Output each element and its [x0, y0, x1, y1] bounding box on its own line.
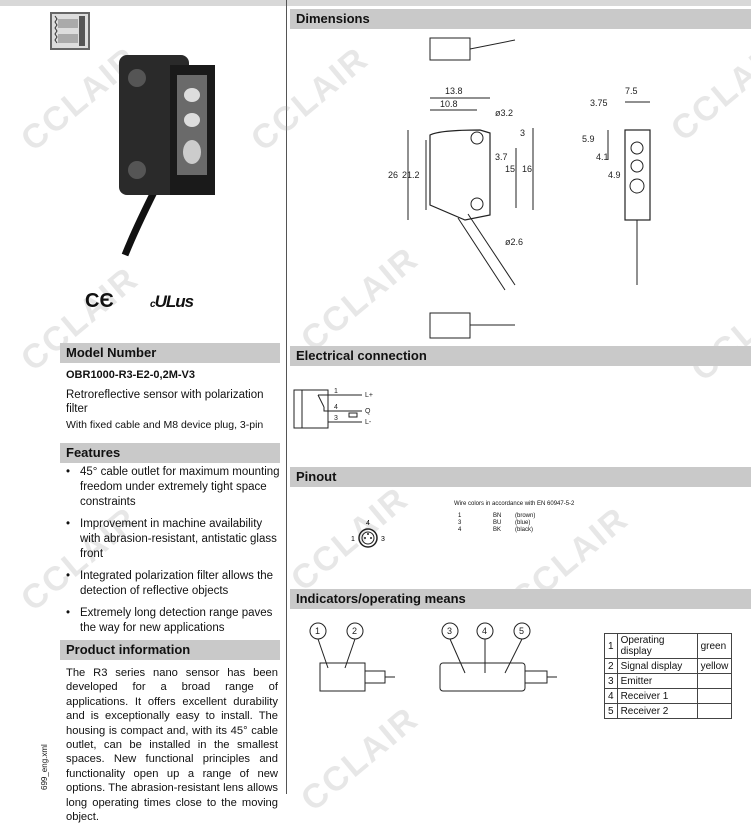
- dimension-drawing: 13.8 10.8 ø3.2 3 3.7 15 16 26 21.2 ø2.6 …: [388, 37, 651, 339]
- callout: 5: [519, 626, 524, 636]
- dim-26: 26: [388, 170, 398, 180]
- dim-5-9: 5.9: [582, 134, 595, 144]
- wire-code: BN: [493, 513, 502, 519]
- product-info-header: Product information: [60, 640, 280, 660]
- row-number: 4: [604, 688, 618, 704]
- model-number: OBR1000-R3-E2-0,2M-V3: [66, 369, 195, 381]
- pin-label: 3: [334, 415, 338, 422]
- row-name: Signal display: [616, 658, 698, 674]
- wire-table: 1 BN (brown) 3 BU (blue) 4 BK (black): [458, 513, 535, 534]
- wire-pin: 1: [458, 513, 462, 519]
- wire-pin: 4: [458, 527, 462, 533]
- product-info-text: The R3 series nano sensor has been devel…: [66, 667, 278, 824]
- wire-code: BU: [493, 520, 502, 526]
- dim-21-2: 21.2: [402, 170, 420, 180]
- description: Retroreflective sensor with polarization…: [66, 389, 264, 415]
- callout: 3: [447, 626, 452, 636]
- signal-label: Q: [365, 408, 371, 415]
- dim-13-8: 13.8: [445, 86, 463, 96]
- row-color: [696, 703, 733, 719]
- features-list: 45° cable outlet for maximum mounting fr…: [62, 465, 280, 643]
- watermark: CCLAIR: [293, 699, 426, 819]
- dim-16: 16: [522, 164, 532, 174]
- row-color: [696, 673, 733, 689]
- dim-7-5: 7.5: [625, 86, 638, 96]
- dim-4-1: 4.1: [596, 152, 609, 162]
- row-name: Operating display: [616, 633, 698, 659]
- row-name: Receiver 1: [616, 688, 698, 704]
- signal-label: L+: [365, 392, 373, 399]
- dim-3-7: 3.7: [495, 152, 508, 162]
- row-color: [696, 688, 733, 704]
- wire-color: (brown): [515, 513, 536, 519]
- top-bar: [0, 0, 751, 6]
- column-divider: [286, 0, 287, 794]
- product-photo: [115, 40, 225, 260]
- pin-label: 4: [334, 404, 338, 411]
- callout: 1: [315, 626, 320, 636]
- model-number-header: Model Number: [60, 343, 280, 363]
- ce-mark: CЄ: [85, 290, 114, 312]
- m8-plug-icon: 4 1 3: [351, 520, 385, 548]
- dim-15: 15: [505, 164, 515, 174]
- row-number: 3: [604, 673, 618, 689]
- ul-mark: cULus: [150, 292, 194, 311]
- feature-item: 45° cable outlet for maximum mounting fr…: [62, 465, 280, 510]
- callout: 4: [482, 626, 487, 636]
- pin-label: 1: [334, 388, 338, 395]
- side-code: 699_eng.xml: [40, 744, 49, 790]
- dim-10-8: 10.8: [440, 99, 458, 109]
- dim-cable: ø2.6: [505, 237, 523, 247]
- feature-item: Improvement in machine availability with…: [62, 517, 280, 562]
- features-header: Features: [60, 443, 280, 463]
- row-name: Emitter: [616, 673, 698, 689]
- feature-item: Integrated polarization filter allows th…: [62, 569, 280, 599]
- sensor-type-icon: [50, 12, 90, 50]
- row-number: 5: [604, 703, 618, 719]
- electrical-header: Electrical connection: [290, 346, 751, 366]
- indicator-drawing: 1 2 3 4 5: [309, 622, 557, 692]
- callout: 2: [352, 626, 357, 636]
- plug-pin: 1: [351, 536, 355, 543]
- plug-pin: 3: [381, 536, 385, 543]
- wire-code: BK: [493, 527, 502, 533]
- wire-color: (black): [515, 527, 534, 533]
- dim-hole: ø3.2: [495, 108, 513, 118]
- signal-label: L-: [365, 419, 372, 426]
- wire-color: (blue): [515, 520, 531, 526]
- row-color: yellow: [696, 658, 733, 674]
- dim-4-9: 4.9: [608, 170, 621, 180]
- row-number: 1: [604, 633, 618, 659]
- feature-item: Extremely long detection range paves the…: [62, 606, 280, 636]
- dim-3: 3: [520, 128, 525, 138]
- row-number: 2: [604, 658, 618, 674]
- plug-pin: 4: [366, 520, 370, 527]
- row-name: Receiver 2: [616, 703, 698, 719]
- dimensions-header: Dimensions: [290, 9, 751, 29]
- wiring-diagram: 1 4 3 L+ Q L-: [293, 388, 373, 429]
- row-color: green: [696, 633, 733, 659]
- dim-3-75: 3.75: [590, 98, 608, 108]
- pinout-header: Pinout: [290, 467, 751, 487]
- wire-pin: 3: [458, 520, 462, 526]
- wire-color-note: Wire colors in accordance with EN 60947-…: [454, 501, 575, 507]
- description-plug: With fixed cable and M8 device plug, 3-p…: [66, 419, 264, 431]
- indicators-header: Indicators/operating means: [290, 589, 751, 609]
